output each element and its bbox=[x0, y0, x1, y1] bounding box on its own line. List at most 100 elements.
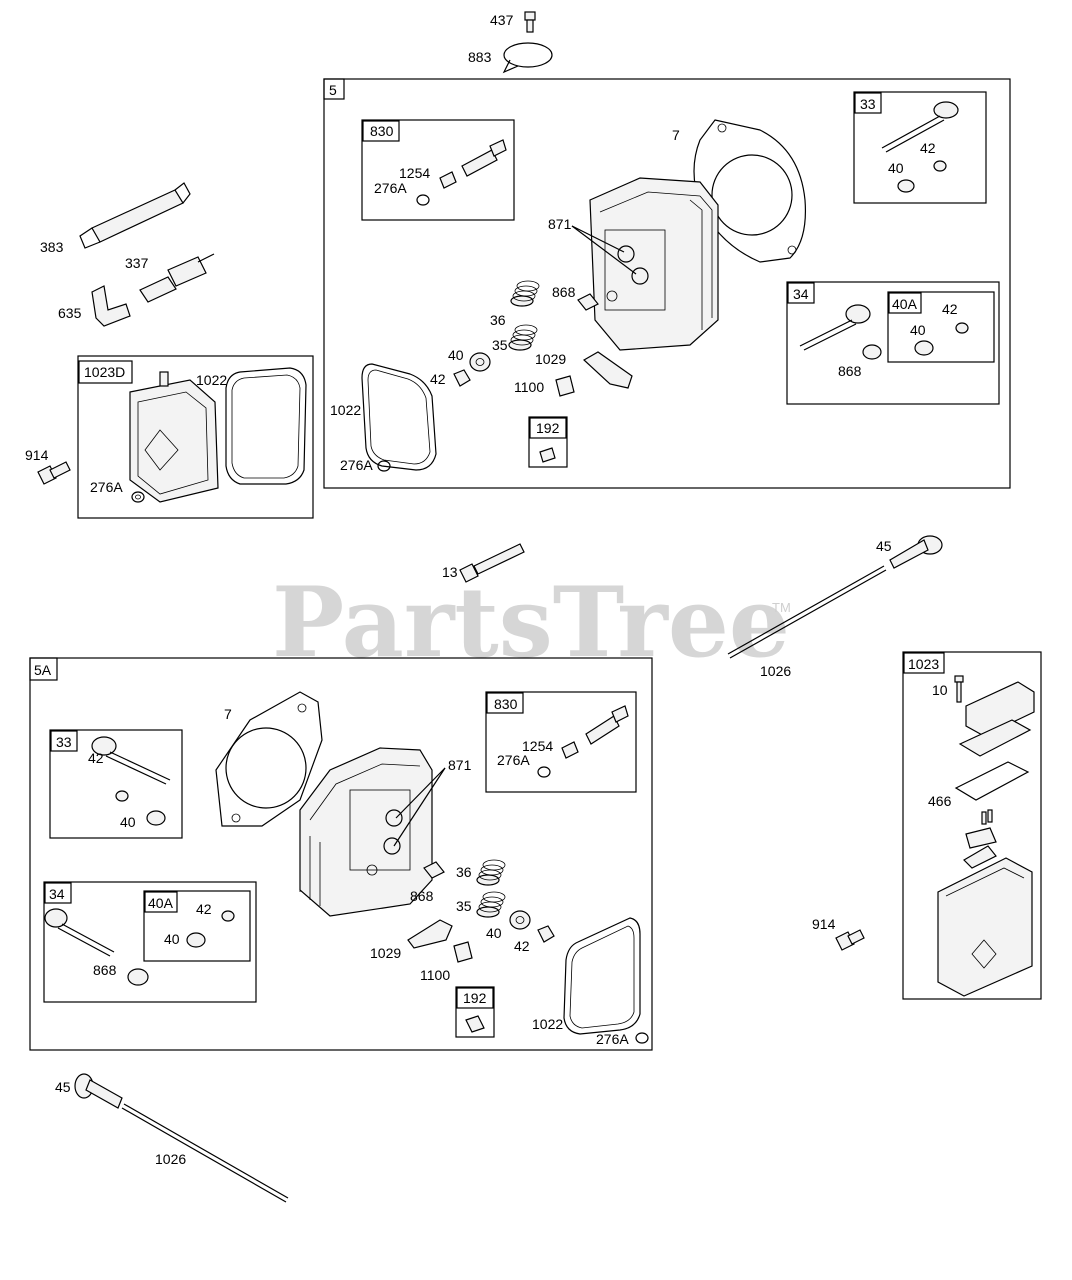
label-868-box5a: 868 bbox=[410, 888, 434, 904]
valve-45-top-icon bbox=[889, 535, 943, 569]
cylinder-head-box5-icon bbox=[589, 177, 719, 351]
valve-33-box5a-icon bbox=[91, 736, 171, 785]
label-42-box5-40a: 42 bbox=[942, 301, 958, 317]
label-276a-box5a-830: 276A bbox=[497, 752, 530, 768]
label-1022-box5a: 1022 bbox=[532, 1016, 563, 1032]
box-1023d: 1023D 1022 276A bbox=[77, 355, 314, 519]
label-337: 337 bbox=[125, 255, 149, 271]
label-40-box5a: 40 bbox=[486, 925, 502, 941]
box-1023-label: 1023 bbox=[908, 656, 939, 672]
washer-276a-box5a-icon bbox=[635, 1032, 649, 1044]
gasket-1022-box5a-icon bbox=[563, 917, 641, 1035]
valve-34-icon bbox=[799, 304, 871, 351]
watermark-brand: PartsTree bbox=[272, 566, 790, 679]
washer-276a-icon bbox=[131, 491, 145, 503]
clip-883-icon bbox=[502, 42, 553, 74]
label-45-top: 45 bbox=[876, 538, 892, 554]
valve-cover-icon bbox=[129, 371, 219, 503]
label-36-box5a: 36 bbox=[456, 864, 472, 880]
retainer-40-box5a-40a-icon bbox=[186, 932, 206, 948]
box-5a-830-label: 830 bbox=[494, 696, 518, 712]
valve-34-box5a-icon bbox=[44, 908, 115, 957]
label-871-box5a: 871 bbox=[448, 757, 472, 773]
washer-276a-box5a-830-icon bbox=[537, 766, 551, 778]
screw-10-icon bbox=[954, 675, 964, 703]
label-276a-1023d: 276A bbox=[90, 479, 123, 495]
retainer-40-box5a-33-icon bbox=[146, 810, 166, 826]
pivot-1100-box5a-icon bbox=[453, 941, 473, 963]
label-1100-box5a: 1100 bbox=[420, 967, 450, 983]
spring-36-box5-icon bbox=[510, 280, 540, 307]
spark-plug-337-icon bbox=[139, 253, 215, 303]
box-5a-40a-label: 40A bbox=[148, 895, 174, 911]
valve-33-icon bbox=[881, 101, 959, 153]
bolt-13-icon bbox=[459, 543, 525, 583]
label-40-box5-40a: 40 bbox=[910, 322, 926, 338]
stud-1254-box5a-icon bbox=[561, 741, 579, 759]
watermark-trademark: TM bbox=[772, 600, 791, 615]
label-868-box5: 868 bbox=[552, 284, 576, 300]
stud-1254-icon bbox=[439, 171, 457, 189]
box-5a: 5A 7 871 868 bbox=[29, 657, 653, 1051]
label-7-box5a: 7 bbox=[224, 706, 232, 722]
label-40-box5a-40a: 40 bbox=[164, 931, 180, 947]
retainer-40-box5-icon bbox=[469, 352, 491, 372]
washer-276a-box5-830-icon bbox=[416, 194, 430, 206]
valve-cover-1023-icon bbox=[937, 857, 1033, 997]
seal-868-box5a-34-icon bbox=[127, 968, 149, 986]
keeper-42-box5a-33-icon bbox=[115, 790, 129, 802]
screw-192-box5a-icon bbox=[465, 1015, 485, 1033]
label-868-box5-34: 868 bbox=[838, 363, 862, 379]
screw-192-box5-icon bbox=[539, 447, 556, 463]
screw-914-left-icon bbox=[37, 461, 71, 485]
label-42-box5-33: 42 bbox=[920, 140, 936, 156]
screws-1023-icon bbox=[963, 809, 997, 869]
label-36-box5: 36 bbox=[490, 312, 506, 328]
label-883: 883 bbox=[468, 49, 492, 65]
spring-35-box5a-icon bbox=[476, 891, 506, 918]
cylinder-head-box5a-icon bbox=[299, 747, 433, 917]
label-45-bottom: 45 bbox=[55, 1079, 71, 1095]
label-1026-bottom: 1026 bbox=[155, 1151, 186, 1167]
rocker-1029-box5a-icon bbox=[407, 919, 453, 949]
label-42-box5a-33: 42 bbox=[88, 750, 104, 766]
spring-35-box5-icon bbox=[508, 324, 538, 351]
gasket-1022-box5-icon bbox=[361, 363, 437, 471]
keeper-42-box5-icon bbox=[453, 369, 471, 387]
gasket-1022-icon bbox=[225, 367, 307, 485]
label-914-right: 914 bbox=[812, 916, 836, 932]
label-1022-1023d: 1022 bbox=[196, 372, 227, 388]
keeper-42-box5-40a-icon bbox=[955, 322, 969, 334]
box-5a-34-label: 34 bbox=[49, 886, 65, 902]
label-437: 437 bbox=[490, 12, 514, 28]
stud-830-icon bbox=[461, 139, 507, 177]
label-35-box5a: 35 bbox=[456, 898, 472, 914]
pushrod-1026-bottom-icon bbox=[121, 1103, 289, 1203]
box-5-192-label: 192 bbox=[536, 420, 560, 436]
gasket-466-icon bbox=[954, 761, 1030, 801]
label-40-box5: 40 bbox=[448, 347, 464, 363]
washer-276a-box5-icon bbox=[377, 460, 391, 472]
keeper-42-box5a-40a-icon bbox=[221, 910, 235, 922]
label-40-box5a-33: 40 bbox=[120, 814, 136, 830]
box-1023d-label: 1023D bbox=[84, 364, 125, 380]
label-10: 10 bbox=[932, 682, 948, 698]
screw-914-right-icon bbox=[835, 929, 865, 951]
retainer-40-box5a-icon bbox=[509, 910, 531, 930]
label-871-box5: 871 bbox=[548, 216, 572, 232]
retainer-40-box5-40a-icon bbox=[914, 340, 934, 356]
label-276a-box5-830: 276A bbox=[374, 180, 407, 196]
label-40-box5-33: 40 bbox=[888, 160, 904, 176]
retainer-40-box5-33-icon bbox=[897, 179, 915, 193]
label-1026-top: 1026 bbox=[760, 663, 791, 679]
box-5: 5 830 1254 276A 33 42 40 bbox=[323, 78, 1011, 489]
box-5a-label: 5A bbox=[34, 662, 52, 678]
label-276a-box5a: 276A bbox=[596, 1031, 629, 1047]
label-1022-box5: 1022 bbox=[330, 402, 361, 418]
valve-45-bottom-icon bbox=[74, 1073, 123, 1109]
label-7-box5: 7 bbox=[672, 127, 680, 143]
head-gasket-7-box5a-icon bbox=[215, 691, 323, 827]
pushrod-1026-top-icon bbox=[727, 565, 887, 659]
keeper-42-box5-33-icon bbox=[933, 160, 947, 172]
label-1254-box5: 1254 bbox=[399, 165, 430, 181]
